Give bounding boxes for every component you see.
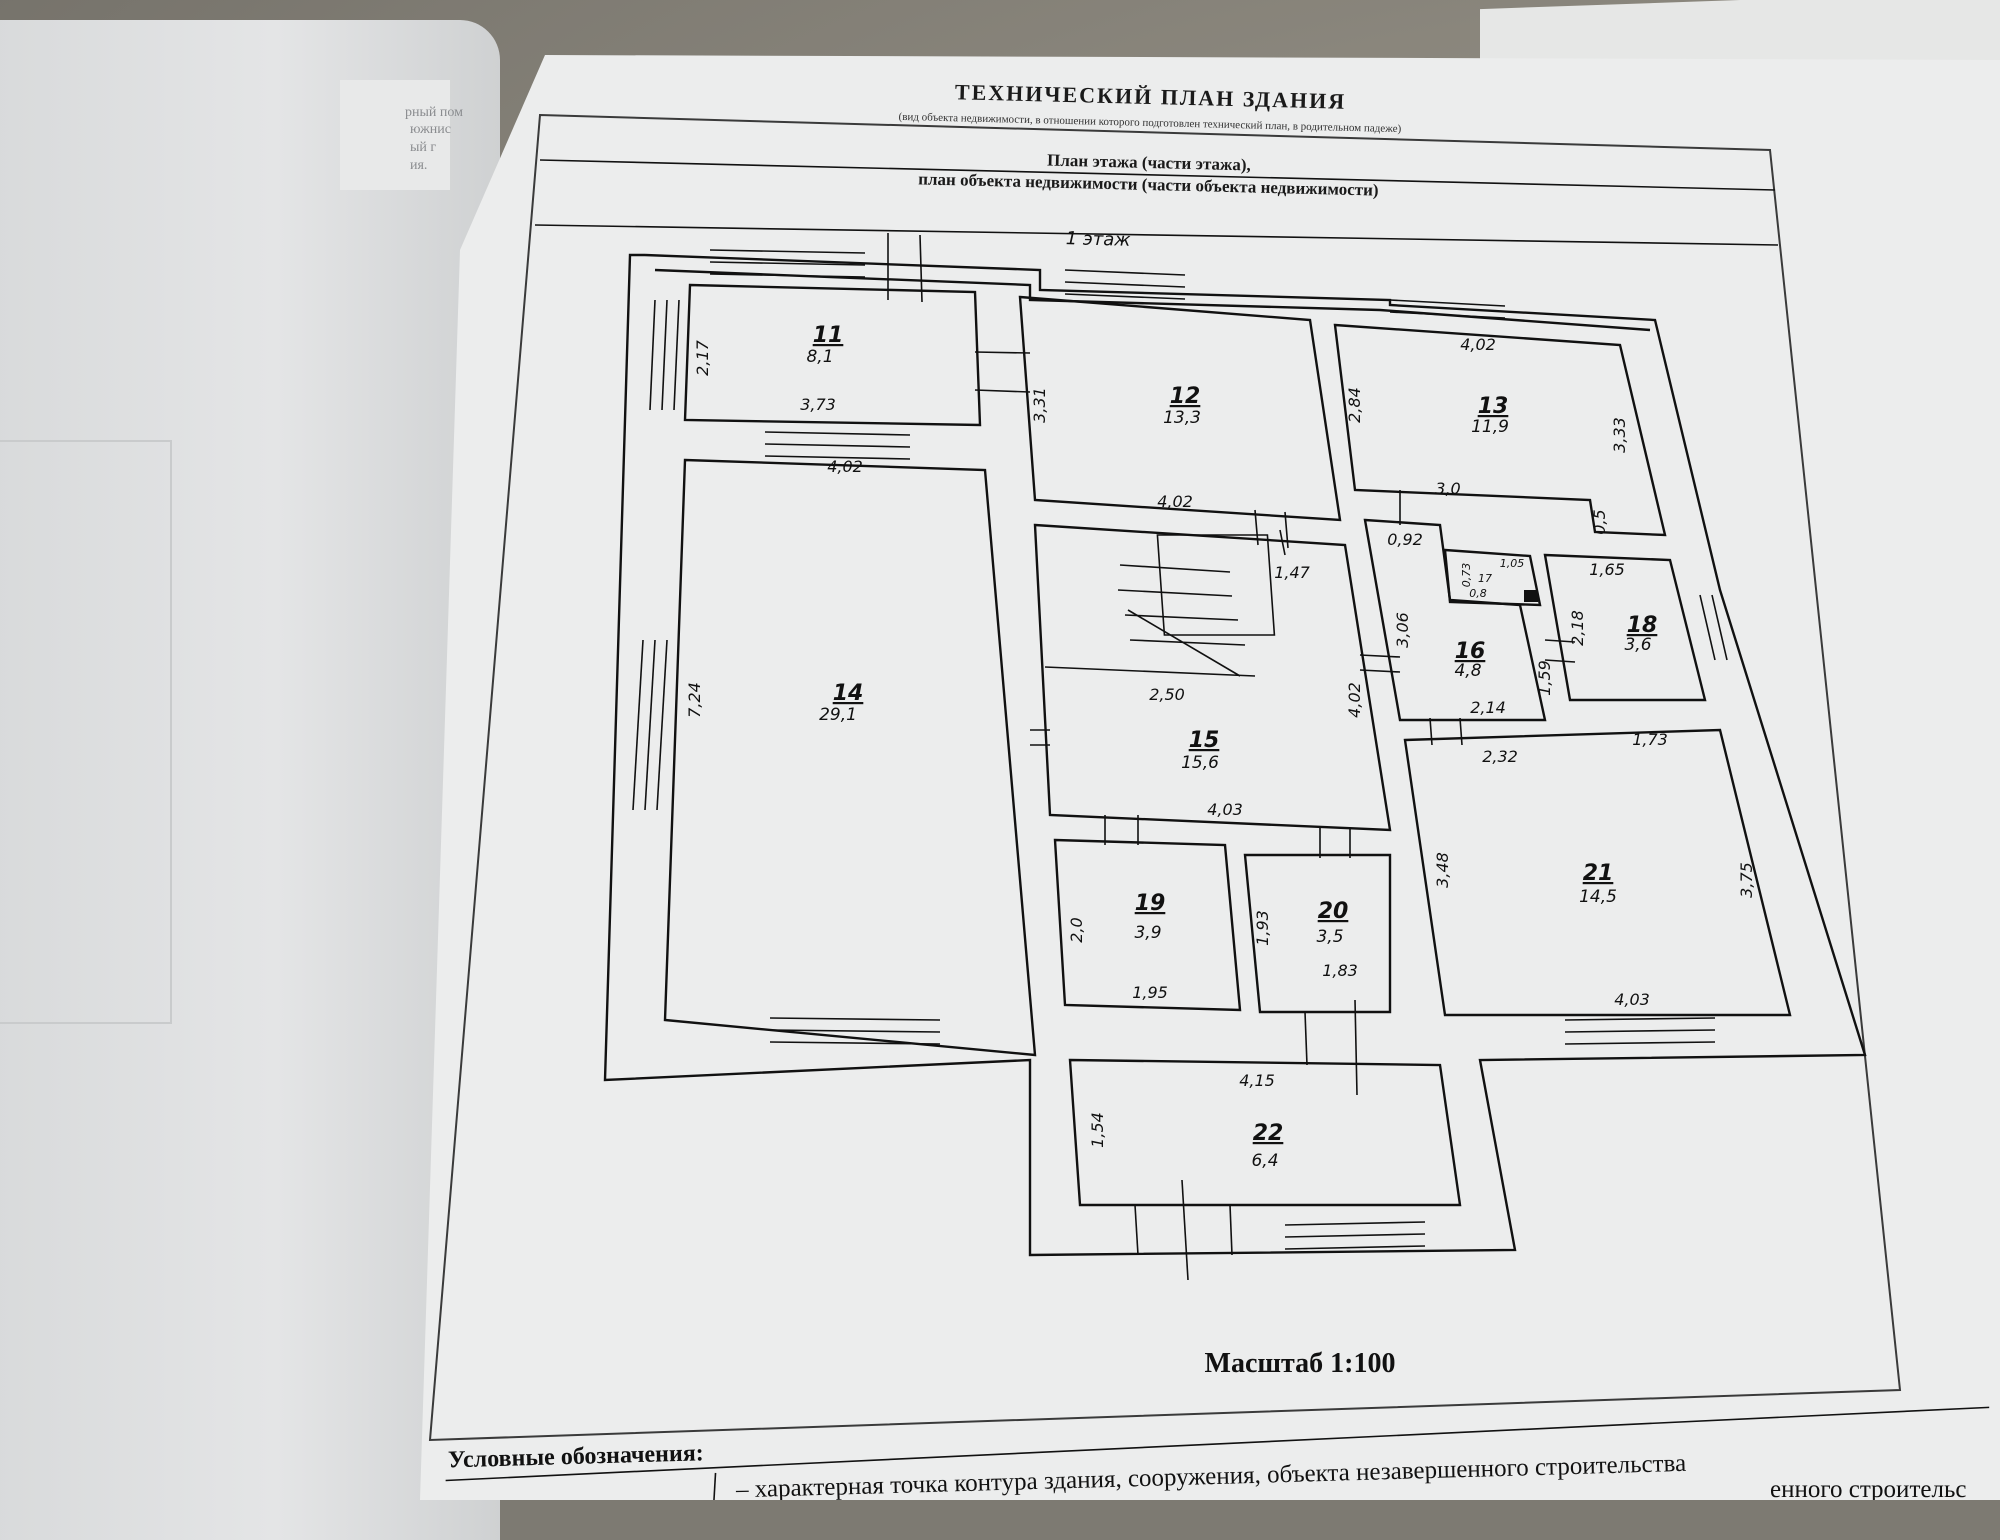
dimension-label: 1,73	[1632, 730, 1668, 749]
paper-sheet	[420, 55, 2000, 1500]
room-22	[1068, 1058, 1462, 1207]
room-number: 16	[1455, 639, 1486, 664]
dimension-label: 3,0	[1435, 479, 1460, 498]
room-area: 3,6	[1624, 635, 1651, 655]
dimension-label: 2,84	[1345, 387, 1364, 423]
room-number: 11	[813, 323, 844, 348]
room-number: 21	[1583, 861, 1614, 886]
room-12	[1018, 295, 1342, 522]
room-number: 13	[1478, 394, 1509, 419]
header-rule	[534, 224, 1779, 246]
left-page-text: ый г	[410, 140, 437, 155]
room-13	[1333, 323, 1667, 537]
room-15	[1033, 523, 1392, 832]
dimension-labels: 3,73 2,17 4,02 7,24 4,02 3,31 4,02 2,84 …	[685, 335, 1756, 1148]
dimension-label: 2,50	[1149, 685, 1185, 704]
dimension-label: 1,54	[1088, 1112, 1107, 1148]
room-number: 12	[1170, 384, 1201, 409]
dimension-label: 2,18	[1568, 610, 1587, 646]
left-page: рный пом южнис ый г ия.	[0, 20, 500, 1540]
room-number: 15	[1189, 728, 1220, 753]
room-20	[1243, 853, 1392, 1014]
dimension-label: 4,02	[1157, 492, 1193, 511]
dimension-label: 1,59	[1535, 660, 1554, 696]
scale-label: Масштаб 1:100	[1205, 1348, 1396, 1379]
dimension-label: 7,24	[685, 682, 704, 718]
plan-page: ТЕХНИЧЕСКИЙ ПЛАН ЗДАНИЯ (вид объекта нед…	[420, 55, 2000, 1500]
windows	[632, 249, 1728, 1250]
dimension-label: 4,03	[1614, 990, 1650, 1009]
room-number: 17	[1478, 572, 1492, 585]
legend-item-partial: енного строительс	[1770, 1476, 1966, 1500]
room-number: 22	[1253, 1121, 1284, 1146]
room-area: 4,8	[1454, 661, 1481, 681]
legend-rule	[712, 1472, 717, 1500]
room-number: 14	[833, 681, 864, 706]
dimension-label: 3,73	[800, 395, 836, 414]
room-number: 19	[1135, 891, 1166, 916]
room-area: 6,4	[1251, 1151, 1278, 1171]
dimension-label: 4,15	[1239, 1071, 1275, 1090]
dimension-label: 0,92	[1387, 530, 1423, 549]
dimension-label: 1,93	[1253, 910, 1272, 946]
dimension-label: 1,95	[1132, 983, 1168, 1002]
left-page-sheet-corner	[340, 80, 450, 190]
dimension-label: 2,32	[1482, 747, 1518, 766]
dimension-label: 4,02	[1345, 682, 1364, 718]
dimension-label: 3,75	[1737, 862, 1756, 898]
dimension-label: 1,47	[1274, 563, 1310, 582]
left-page-text: ия.	[410, 158, 428, 173]
room-11	[683, 283, 982, 427]
dimension-label: 0,73	[1460, 563, 1473, 588]
room-21	[1403, 728, 1792, 1017]
dimension-label: 4,02	[827, 457, 863, 476]
dimension-label: 2,0	[1067, 917, 1086, 942]
dimension-label: 4,03	[1207, 800, 1243, 819]
room-number: 18	[1627, 613, 1658, 638]
room-area: 0,8	[1469, 587, 1487, 600]
dimension-label: 3,33	[1610, 417, 1629, 453]
room-area: 3,9	[1134, 923, 1161, 943]
dimension-label: 2,17	[693, 339, 712, 375]
room-area: 15,6	[1181, 753, 1219, 773]
legend-rule	[445, 1406, 1990, 1482]
room-area: 8,1	[806, 347, 833, 367]
header-rule	[539, 159, 1776, 191]
drawing-frame	[428, 113, 1902, 1442]
doors	[887, 233, 1576, 1281]
room-area: 11,9	[1471, 417, 1509, 437]
left-page-text: рный пом	[405, 105, 463, 120]
room-number: 20	[1318, 899, 1349, 924]
left-page-box	[0, 440, 172, 1024]
room-18	[1543, 553, 1707, 702]
dimension-label: 0,5	[1590, 509, 1609, 534]
room-area: 3,5	[1316, 927, 1343, 947]
dimension-label: 1,65	[1589, 560, 1625, 579]
room-area: 13,3	[1163, 408, 1201, 428]
left-page-text: южнис	[410, 122, 451, 137]
dimension-label: 2,14	[1470, 698, 1506, 717]
plan-heading-line1: План этажа (части этажа),	[1047, 151, 1251, 175]
dimension-label: 1,05	[1500, 557, 1525, 570]
dimension-label: 3,31	[1030, 387, 1049, 423]
room-area: 14,5	[1579, 887, 1617, 907]
dimension-label: 4,02	[1460, 335, 1496, 354]
room-19	[1053, 838, 1242, 1012]
room-area: 29,1	[819, 705, 857, 725]
floor-label: 1 этаж	[1065, 228, 1131, 251]
dimension-label: 3,06	[1393, 612, 1412, 648]
dimension-label: 3,48	[1433, 852, 1452, 888]
room-17	[1443, 548, 1542, 607]
room-14	[663, 458, 1037, 1057]
dimension-label: 1,83	[1322, 961, 1358, 980]
